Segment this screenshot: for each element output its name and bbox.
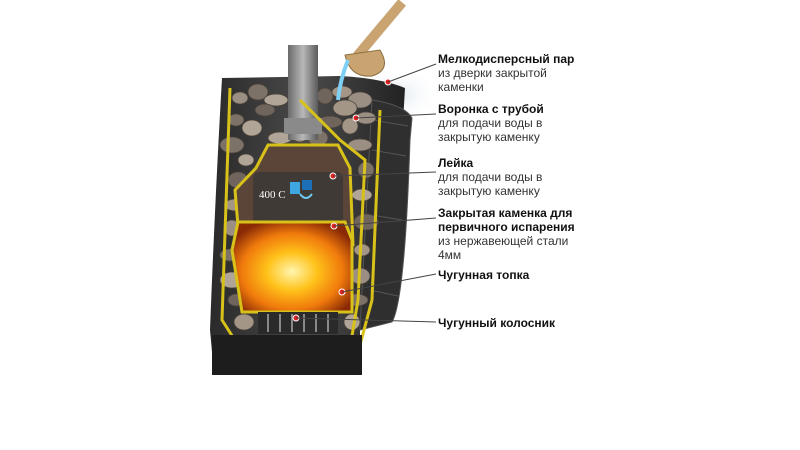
label-grate: Чугунный колосник [438, 316, 555, 330]
label-desc: 4мм [438, 248, 462, 262]
label-fine-steam: Мелкодисперсный пар из дверки закрытой к… [438, 52, 574, 94]
label-desc: для подачи воды в [438, 170, 543, 184]
leader-line [332, 171, 437, 177]
grate [258, 312, 338, 334]
stone [353, 213, 379, 231]
label-head: Чугунный колосник [438, 316, 556, 330]
temperature-label: 400 С [259, 189, 286, 201]
leader-line [355, 113, 437, 119]
stone [332, 99, 358, 117]
label-desc: из нержавеющей стали [438, 234, 569, 248]
label-firebox: Чугунная топка [438, 268, 529, 282]
stone [341, 117, 359, 135]
stone [237, 153, 255, 167]
stove-base [212, 335, 362, 375]
label-watering-can: Лейка для подачи воды в закрытую каменку [438, 156, 542, 198]
label-closed-heater: Закрытая каменка для первичного испарени… [438, 206, 598, 262]
label-head: Воронка с трубой [438, 102, 544, 116]
stone [231, 91, 249, 105]
grate-bars [267, 314, 329, 332]
label-funnel: Воронка с трубой для подачи воды в закры… [438, 102, 544, 144]
stone [219, 136, 245, 154]
leader-line [387, 63, 437, 83]
label-desc: каменки [438, 80, 484, 94]
leader-lines [295, 63, 437, 323]
ladle-icon [336, 0, 406, 101]
label-desc: из дверки закрытой [438, 66, 547, 80]
label-head: Мелкодисперсный пар [438, 52, 575, 66]
firebox [230, 220, 354, 314]
label-head: Закрытая каменка для первичного испарени… [438, 206, 575, 234]
label-head: Лейка [438, 156, 474, 170]
label-desc: закрытую каменку [438, 130, 540, 144]
watering-can-icon [290, 180, 313, 199]
label-desc: для подачи воды в [438, 116, 543, 130]
stone [316, 87, 334, 105]
label-desc: закрытую каменку [438, 184, 540, 198]
stone [233, 313, 255, 331]
stone [247, 83, 269, 101]
label-head: Чугунная топка [438, 268, 530, 282]
leader-line [333, 217, 437, 227]
leader-line [295, 317, 437, 323]
stone [241, 119, 263, 137]
leader-line [341, 273, 437, 293]
stone [254, 103, 276, 117]
inner-stones [253, 172, 343, 224]
frame-outline [220, 87, 367, 350]
